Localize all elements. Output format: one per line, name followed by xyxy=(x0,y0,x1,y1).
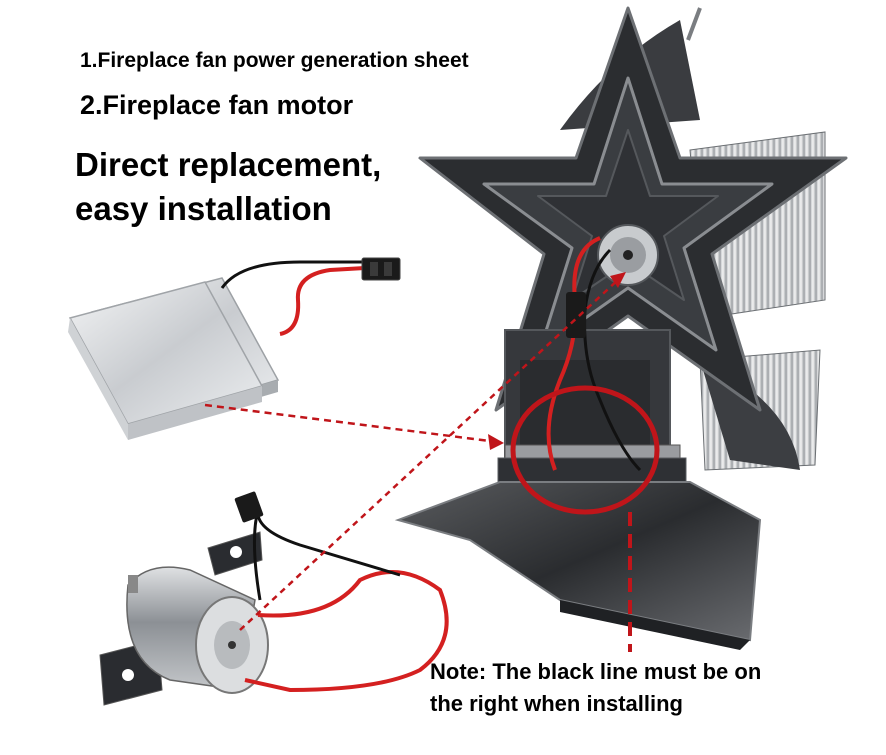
label-power-generation-sheet: 1.Fireplace fan power generation sheet xyxy=(80,49,469,72)
note-line-1: Note: The black line must be on xyxy=(430,659,762,684)
annotation-overlay xyxy=(204,272,660,652)
headline: Direct replacement, easy installation xyxy=(75,143,381,231)
note-line-2: the right when installing xyxy=(430,691,683,716)
headline-line-2: easy installation xyxy=(75,190,332,227)
star-fan-photo xyxy=(394,6,848,650)
installation-note: Note: The black line must be on the righ… xyxy=(430,656,761,720)
dc-motor-photo xyxy=(99,491,449,706)
peltier-generation-sheet-photo xyxy=(68,257,401,440)
headline-line-1: Direct replacement, xyxy=(75,146,382,183)
label-fan-motor: 2.Fireplace fan motor xyxy=(80,90,354,120)
